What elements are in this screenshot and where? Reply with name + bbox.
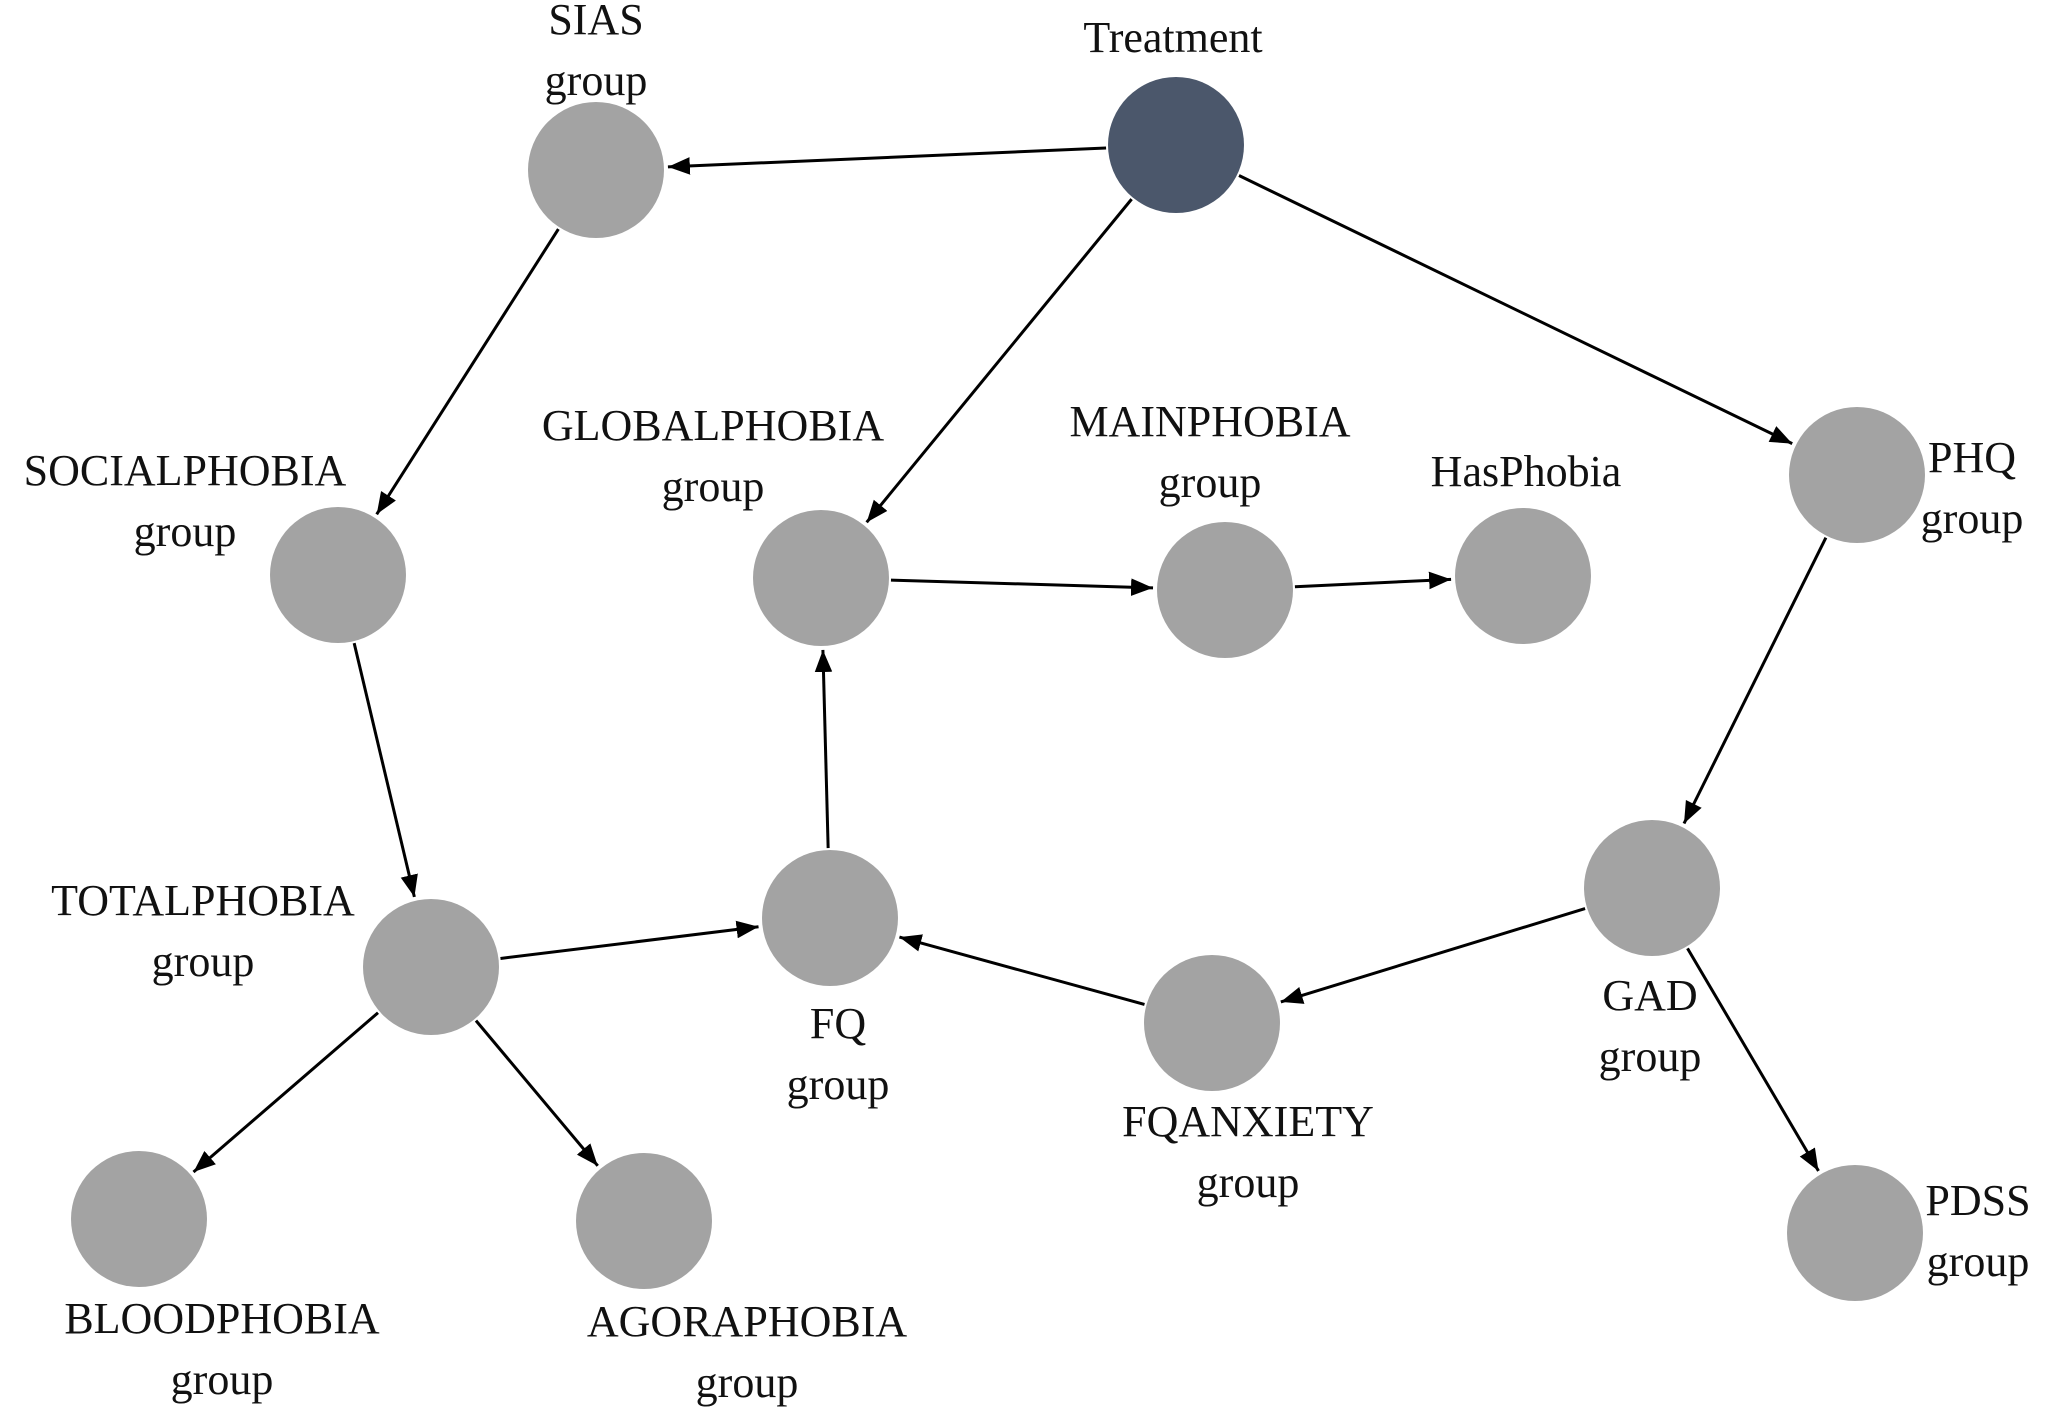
- node-label-line: Treatment: [1083, 13, 1262, 62]
- node-label-mainphobia: MAINPHOBIA group: [1069, 397, 1350, 507]
- node-label-agoraphobia: AGORAPHOBIA group: [587, 1297, 907, 1407]
- node-totalphobia: [363, 899, 499, 1035]
- node-globalphobia: [753, 510, 889, 646]
- node-label-line: SIAS: [548, 0, 643, 44]
- node-sias: [528, 102, 664, 238]
- node-label-bloodphobia: BLOODPHOBIA group: [64, 1294, 380, 1404]
- node-label-line: MAINPHOBIA: [1069, 397, 1350, 446]
- nodes-layer: [71, 77, 1925, 1301]
- node-label-hasphobia: HasPhobia: [1431, 447, 1622, 496]
- edge-gad-to-fqanxiety: [1280, 907, 1586, 1004]
- edge-treatment-to-globalphobia: [865, 198, 1133, 524]
- node-label-line: FQ: [810, 999, 866, 1048]
- node-label-gad: GAD group: [1599, 971, 1702, 1081]
- node-label-globalphobia: GLOBALPHOBIA group: [542, 401, 884, 511]
- node-label-line: group: [134, 507, 237, 556]
- node-label-line: group: [787, 1060, 890, 1109]
- node-label-line: group: [152, 937, 255, 986]
- node-phq: [1789, 407, 1925, 543]
- node-label-line: group: [1599, 1032, 1702, 1081]
- node-fq: [762, 850, 898, 986]
- node-label-line: GLOBALPHOBIA: [542, 401, 884, 450]
- node-treatment: [1108, 77, 1244, 213]
- node-label-line: group: [1197, 1158, 1300, 1207]
- node-gad: [1584, 820, 1720, 956]
- edge-gad-to-pdss: [1686, 947, 1820, 1172]
- node-socialphobia: [270, 507, 406, 643]
- edge-phq-to-gad: [1682, 537, 1828, 825]
- node-label-line: BLOODPHOBIA: [64, 1294, 380, 1343]
- node-label-line: TOTALPHOBIA: [51, 876, 355, 925]
- edge-treatment-to-sias: [667, 146, 1107, 175]
- edge-fqanxiety-to-fq: [899, 934, 1145, 1006]
- edge-fq-to-globalphobia: [814, 649, 833, 849]
- edge-globalphobia-to-mainphobia: [890, 578, 1154, 597]
- edge-treatment-to-phq: [1238, 174, 1793, 445]
- node-label-line: group: [1921, 494, 2024, 543]
- edge-totalphobia-to-agoraphobia: [474, 1019, 599, 1167]
- node-label-treatment: Treatment: [1083, 13, 1262, 62]
- node-label-line: group: [171, 1355, 274, 1404]
- node-label-line: HasPhobia: [1431, 447, 1622, 496]
- edge-totalphobia-to-fq: [500, 920, 759, 960]
- edge-socialphobia-to-totalphobia: [352, 642, 418, 898]
- node-label-line: AGORAPHOBIA: [587, 1297, 907, 1346]
- node-label-line: SOCIALPHOBIA: [24, 446, 347, 495]
- edge-sias-to-socialphobia: [375, 228, 560, 516]
- node-label-line: group: [696, 1358, 799, 1407]
- node-label-line: group: [1159, 458, 1262, 507]
- node-agoraphobia: [576, 1153, 712, 1289]
- node-bloodphobia: [71, 1151, 207, 1287]
- node-label-fqanxiety: FQANXIETY group: [1122, 1097, 1374, 1207]
- node-label-line: PDSS: [1925, 1176, 2030, 1225]
- node-hasphobia: [1455, 508, 1591, 644]
- edge-totalphobia-to-bloodphobia: [192, 1011, 379, 1174]
- node-pdss: [1787, 1165, 1923, 1301]
- node-label-sias: SIAS group: [545, 0, 648, 105]
- edge-mainphobia-to-hasphobia: [1294, 571, 1452, 590]
- node-fqanxiety: [1144, 955, 1280, 1091]
- node-label-line: group: [662, 462, 765, 511]
- node-mainphobia: [1157, 522, 1293, 658]
- node-label-totalphobia: TOTALPHOBIA group: [51, 876, 355, 986]
- node-label-phq: PHQ group: [1921, 433, 2024, 543]
- node-label-fq: FQ group: [787, 999, 890, 1109]
- edges-layer: [192, 146, 1828, 1174]
- node-label-socialphobia: SOCIALPHOBIA group: [24, 446, 347, 556]
- node-label-line: group: [1927, 1237, 2030, 1286]
- node-label-pdss: PDSS group: [1925, 1176, 2030, 1286]
- node-label-line: PHQ: [1928, 433, 2016, 482]
- node-label-line: group: [545, 56, 648, 105]
- node-label-line: GAD: [1602, 971, 1697, 1020]
- node-label-line: FQANXIETY: [1122, 1097, 1374, 1146]
